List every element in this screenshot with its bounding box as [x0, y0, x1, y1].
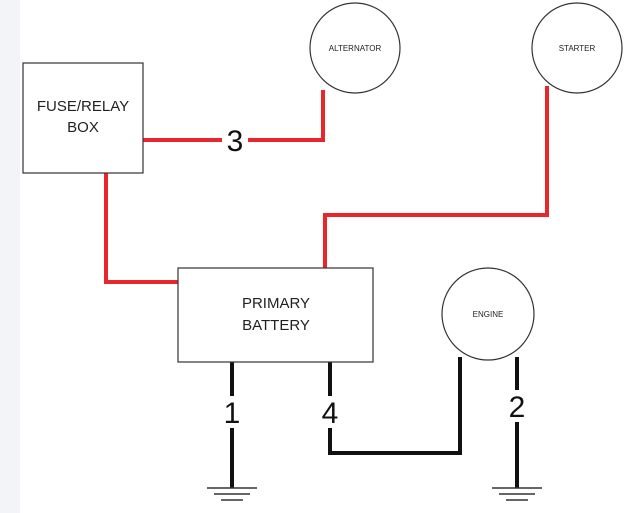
engine-circle [441, 267, 535, 361]
primary-battery-box [177, 267, 374, 363]
alternator-circle [309, 2, 401, 94]
battery-label-line1: PRIMARY [242, 295, 310, 312]
wire-1-label: 1 [224, 397, 241, 430]
starter-label: STARTER [559, 44, 596, 53]
wire-battery-to-engine-4 [328, 357, 462, 455]
ground-symbol-right [492, 487, 542, 501]
ground-symbol-left [207, 487, 257, 501]
wire-fuse-to-battery [104, 173, 178, 284]
wire-battery-to-starter [323, 86, 549, 268]
page-margin [0, 0, 20, 513]
wire-4-label: 4 [322, 397, 339, 430]
wire-3-label: 3 [227, 125, 244, 158]
wire-4-label-bg [317, 396, 343, 428]
engine-label: ENGINE [473, 310, 504, 319]
wire-3-label-bg [222, 124, 248, 156]
wire-1-label-bg [219, 396, 245, 428]
wire-fuse-to-alternator [143, 90, 325, 142]
wire-2-label: 2 [509, 391, 526, 424]
fuse-box-label-line2: BOX [67, 119, 99, 136]
fuse-box-label-line1: FUSE/RELAY [37, 98, 129, 115]
starter-circle [531, 2, 623, 94]
fuse-relay-box [22, 62, 144, 174]
alternator-label: ALTERNATOR [329, 44, 382, 53]
wire-2-label-bg [504, 390, 530, 422]
battery-label-line2: BATTERY [242, 317, 310, 334]
